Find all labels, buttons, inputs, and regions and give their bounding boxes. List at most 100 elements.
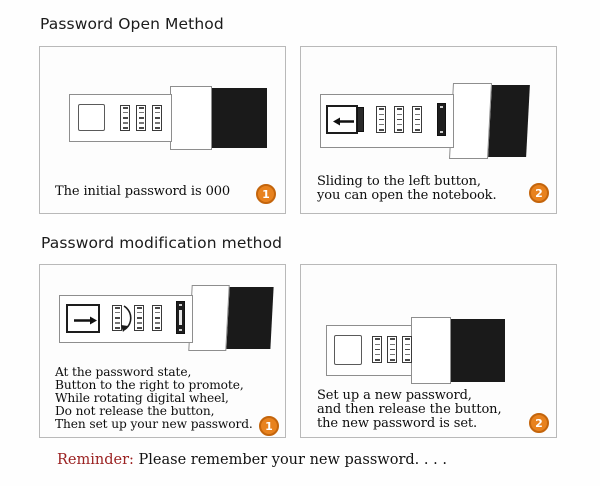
panel-4-caption-line-2: and then release the button, (317, 402, 502, 417)
dial-digit-mark (154, 312, 160, 314)
dial-digit-mark (404, 359, 410, 361)
step-badge-2: 2 (529, 413, 549, 433)
dial-digit-mark (136, 317, 142, 319)
dial-digit-mark (378, 113, 384, 115)
dial-digit-mark (378, 124, 384, 126)
dial-digit-mark (404, 354, 410, 356)
arrow-left-icon (333, 117, 354, 126)
dial-digit-mark (378, 118, 384, 121)
panel-3-caption-line-2: Button to the right to promote, (55, 378, 244, 392)
combination-dial-1[interactable] (372, 336, 382, 363)
combination-dial-3[interactable] (152, 105, 162, 131)
dial-digit-mark (138, 117, 144, 119)
combination-dial-2[interactable] (134, 305, 144, 331)
section-heading-password-open-method: Password Open Method (40, 15, 224, 33)
dial-digit-mark (114, 307, 120, 309)
panel-2-caption-line-2: you can open the notebook. (317, 188, 497, 203)
dial-digit-mark (154, 327, 160, 329)
notebook-cover-block (449, 319, 505, 382)
notebook-cover-block (209, 88, 267, 148)
slide-button-grip[interactable] (357, 107, 364, 132)
dial-digit-mark (404, 348, 410, 351)
dial-digit-mark (389, 338, 395, 340)
combination-dial-1[interactable] (376, 106, 386, 133)
rotate-dial-arrow-icon (121, 305, 132, 332)
dial-digit-mark (136, 322, 142, 324)
lock-flap (411, 317, 451, 384)
dial-digit-mark (154, 107, 160, 109)
panel-3-caption-line-3: While rotating digital wheel, (55, 391, 229, 405)
panel-3-caption-line-4: Do not release the button, (55, 404, 215, 418)
dial-digit-mark (374, 359, 380, 361)
strip-highlight (179, 310, 182, 325)
combination-dial-2[interactable] (394, 106, 404, 133)
strip-tick (440, 131, 443, 133)
dial-digit-mark (122, 107, 128, 109)
reminder-line: Reminder: Please remember your new passw… (57, 452, 447, 468)
reminder-text: Please remember your new password. . . . (133, 452, 447, 468)
dial-digit-mark (396, 108, 402, 110)
dial-digit-mark (154, 117, 160, 119)
dial-digit-mark (396, 113, 402, 115)
panel-step-1-initial-password: The initial password is 000 1 (39, 46, 286, 214)
dial-digit-mark (404, 343, 410, 345)
strip-tick (179, 329, 182, 331)
dial-digit-mark (414, 124, 420, 126)
combination-dial-1[interactable] (120, 105, 130, 131)
panel-step-2-slide-left-to-open: Sliding to the left button, you can open… (300, 46, 557, 214)
lock-slider-square (334, 335, 362, 365)
dial-digit-mark (378, 108, 384, 110)
panel-1-caption: The initial password is 000 (55, 184, 231, 199)
step-badge-1: 1 (259, 416, 279, 436)
dial-digit-mark (122, 112, 128, 114)
dial-digit-mark (396, 129, 402, 131)
dial-digit-mark (389, 359, 395, 361)
lock-slider-square (78, 104, 105, 131)
dial-digit-mark (114, 312, 120, 314)
dial-digit-mark (414, 129, 420, 131)
dial-digit-mark (389, 348, 395, 351)
dial-digit-mark (414, 108, 420, 110)
dial-digit-mark (396, 118, 402, 121)
panel-2-caption-line-1: Sliding to the left button, (317, 174, 481, 189)
dial-digit-mark (138, 112, 144, 114)
step-badge-2: 2 (529, 183, 549, 203)
dial-digit-mark (136, 327, 142, 329)
dial-digit-mark (138, 127, 144, 129)
panel-step-1-set-new-password: At the password state, Button to the rig… (39, 264, 286, 438)
arrow-right-icon (74, 316, 97, 325)
panel-4-caption-line-3: the new password is set. (317, 416, 478, 431)
dial-digit-mark (122, 127, 128, 129)
dial-digit-mark (114, 322, 120, 324)
dial-digit-mark (114, 327, 120, 329)
combination-dial-3[interactable] (152, 305, 162, 331)
combination-dial-2[interactable] (387, 336, 397, 363)
dial-digit-mark (374, 348, 380, 351)
dial-digit-mark (414, 118, 420, 121)
dial-digit-mark (154, 322, 160, 324)
lock-flap (188, 285, 230, 351)
notebook-cover-block (222, 287, 274, 349)
combination-dial-2[interactable] (136, 105, 146, 131)
dial-digit-mark (154, 317, 160, 319)
dial-digit-mark (414, 113, 420, 115)
panel-3-caption-line-5: Then set up your new password. (55, 417, 253, 431)
combination-dial-3[interactable] (402, 336, 412, 363)
slide-right-button[interactable] (66, 304, 100, 333)
dial-digit-mark (389, 354, 395, 356)
combination-dial-3[interactable] (412, 106, 422, 133)
panel-4-caption-line-1: Set up a new password, (317, 388, 472, 403)
reminder-label: Reminder: (57, 452, 134, 468)
slide-left-button[interactable] (326, 105, 358, 134)
lock-indicator-strip (176, 301, 185, 334)
dial-digit-mark (154, 112, 160, 114)
lock-indicator-strip (437, 103, 446, 136)
dial-digit-mark (136, 312, 142, 314)
panel-step-2-new-password-set: Set up a new password, and then release … (300, 264, 557, 438)
dial-digit-mark (374, 343, 380, 345)
lock-flap (170, 86, 212, 150)
combination-dial-1-rotating[interactable] (112, 305, 122, 331)
dial-digit-mark (154, 307, 160, 309)
lock-flap (449, 83, 492, 159)
